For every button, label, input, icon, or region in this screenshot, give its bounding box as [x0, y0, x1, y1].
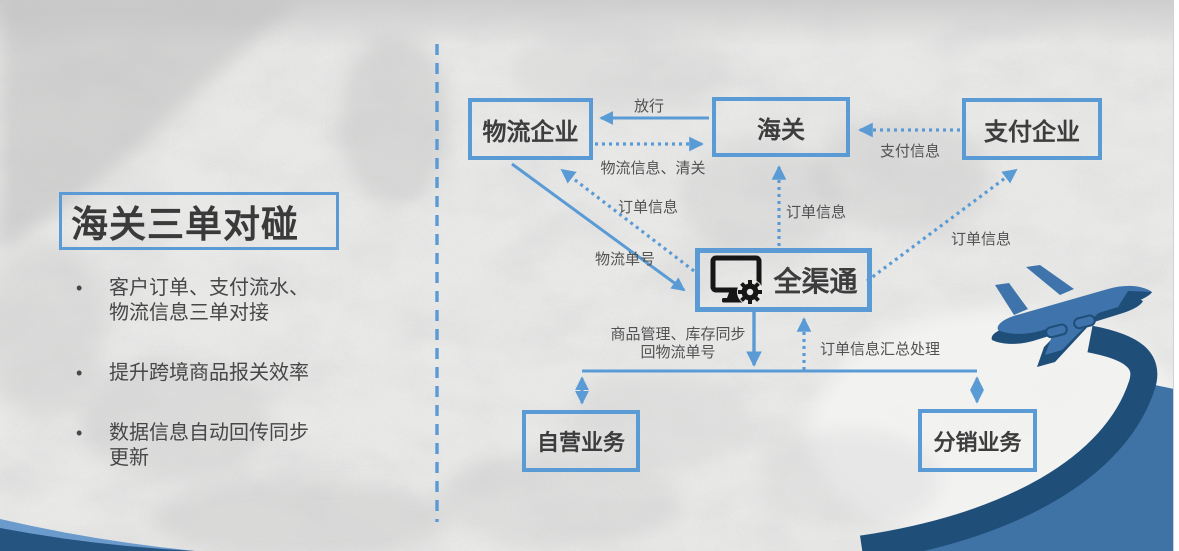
list-item: • 客户订单、支付流水、物流信息三单对接 [76, 276, 314, 326]
node-payment-enterprise: 支付企业 [962, 98, 1102, 160]
edge-label-goods-management: 商品管理、库存同步 回物流单号 [610, 326, 745, 362]
node-customs: 海关 [712, 97, 850, 157]
swoosh-graphic [860, 325, 1179, 551]
node-logistics-enterprise: 物流企业 [468, 98, 593, 160]
arrow-order-info-payment [866, 168, 1018, 283]
plane-fuselage [997, 285, 1152, 334]
edge-label-line2: 回物流单号 [640, 344, 716, 361]
slide-right-edge [1173, 0, 1179, 551]
plane-engines [1045, 314, 1096, 339]
plane-tail-fin [995, 283, 1028, 315]
page-title: 海关三单对碰 [59, 192, 339, 250]
list-item: • 提升跨境商品报关效率 [76, 361, 314, 386]
plane-nose-shade [1118, 291, 1152, 307]
edge-label-line1: 商品管理、库存同步 [610, 326, 746, 343]
bullet-icon: • [76, 278, 83, 298]
node-platform: 全渠通 [695, 248, 872, 312]
bullet-icon: • [76, 363, 83, 383]
node-distribution-business: 分销业务 [918, 409, 1037, 472]
node-label: 物流企业 [482, 118, 579, 146]
list-item: • 数据信息自动回传同步更新 [76, 421, 314, 471]
edge-label-order-info-payment: 订单信息 [950, 231, 1012, 248]
arrow-logistics-no [511, 162, 686, 292]
bullet-text: 客户订单、支付流水、物流信息三单对接 [109, 277, 309, 324]
bullet-icon: • [76, 423, 83, 443]
node-label: 支付企业 [984, 118, 1080, 146]
edge-label-order-info-logistics: 订单信息 [617, 199, 679, 216]
edge-label-release: 放行 [633, 98, 665, 115]
airplane-icon [991, 265, 1152, 367]
node-label: 全渠通 [773, 266, 858, 297]
node-self-run-business: 自营业务 [522, 410, 640, 472]
bullet-text: 提升跨境商品报关效率 [109, 362, 309, 384]
bullet-text: 数据信息自动回传同步更新 [109, 422, 309, 469]
node-label: 海关 [757, 116, 805, 144]
edge-label-order-aggregation: 订单信息汇总处理 [820, 341, 941, 358]
node-label: 分销业务 [933, 429, 1022, 455]
monitor-gear-icon [710, 255, 764, 305]
edge-label-payment-info: 支付信息 [879, 143, 941, 160]
edge-label-logistics-no: 物流单号 [594, 251, 656, 268]
node-label: 自营业务 [536, 430, 625, 455]
bullet-list: • 客户订单、支付流水、物流信息三单对接 • 提升跨境商品报关效率 • 数据信息… [76, 276, 314, 506]
edge-label-order-info-customs: 订单信息 [786, 204, 847, 221]
bottom-left-wave-graphic [0, 519, 195, 551]
plane-far-wing [1026, 265, 1074, 295]
edge-label-logistics-clearance: 物流信息、清关 [600, 160, 706, 177]
